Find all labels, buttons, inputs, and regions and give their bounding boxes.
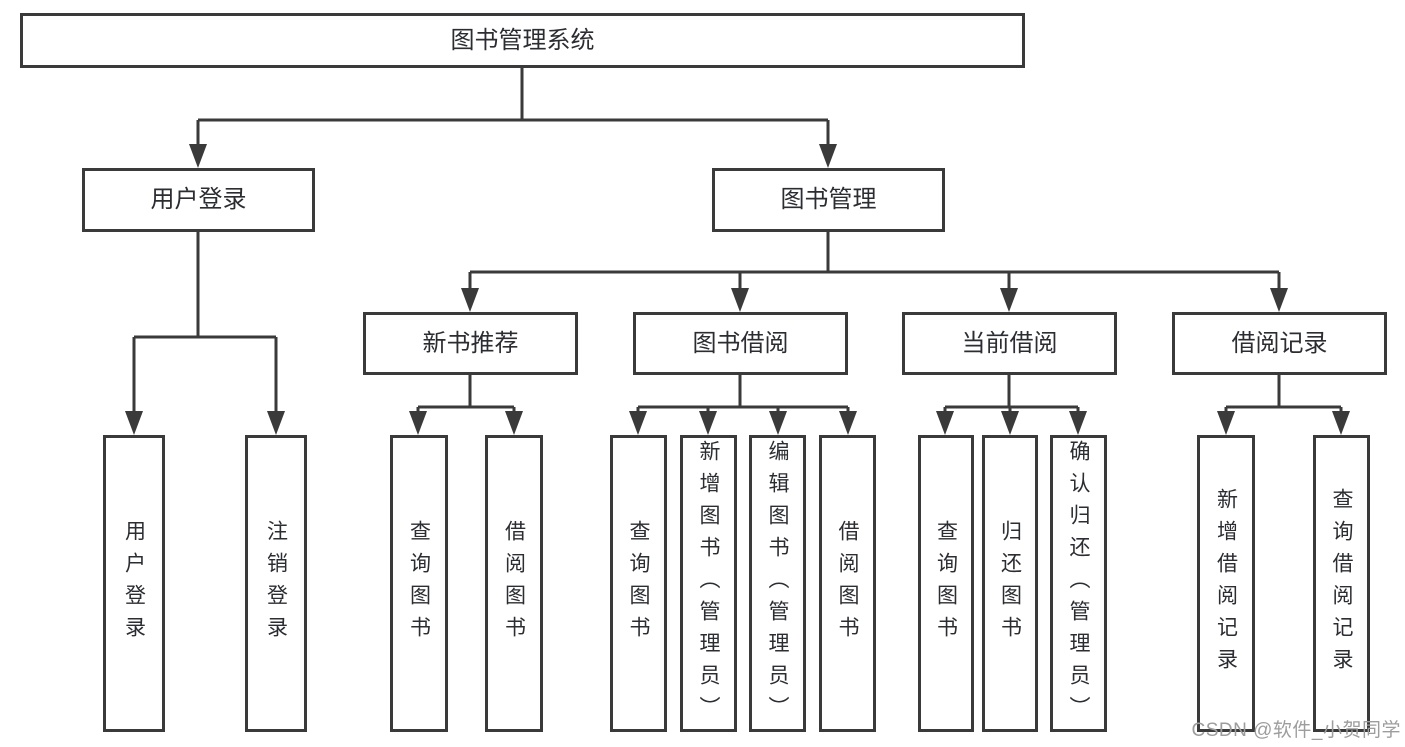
leaf-node-edit-books-admin: 编辑图书（管理员）: [749, 435, 806, 732]
leaf-label: 借阅图书: [836, 519, 859, 648]
node-current-borrow: 当前借阅: [902, 312, 1117, 375]
node-label: 借阅记录: [1231, 329, 1328, 357]
leaf-label: 确认归还（管理员）: [1067, 439, 1090, 728]
leaf-node-query-books-1: 查询图书: [390, 435, 448, 732]
node-new-book-recommend: 新书推荐: [363, 312, 578, 375]
leaf-node-query-borrow-record: 查询借阅记录: [1313, 435, 1370, 732]
leaf-node-confirm-return-admin: 确认归还（管理员）: [1050, 435, 1107, 732]
leaf-label: 用户登录: [122, 519, 146, 648]
node-label: 新书推荐: [422, 329, 519, 357]
node-label: 图书管理: [780, 186, 877, 213]
leaf-node-add-borrow-record: 新增借阅记录: [1197, 435, 1255, 732]
node-borrow-records: 借阅记录: [1172, 312, 1387, 375]
leaf-node-borrow-books-2: 借阅图书: [819, 435, 876, 732]
node-label: 用户登录: [150, 186, 247, 213]
leaf-label: 新增图书（管理员）: [697, 439, 720, 728]
leaf-label: 归还图书: [998, 519, 1022, 648]
leaf-node-return-books: 归还图书: [982, 435, 1038, 732]
node-label: 当前借阅: [961, 329, 1058, 357]
node-user-login: 用户登录: [82, 168, 315, 232]
leaf-label: 借阅图书: [502, 519, 526, 648]
leaf-node-add-books-admin: 新增图书（管理员）: [680, 435, 737, 732]
leaf-label: 注销登录: [264, 519, 288, 648]
leaf-label: 查询图书: [407, 519, 431, 648]
node-root-system: 图书管理系统: [20, 13, 1025, 68]
leaf-node-logout: 注销登录: [245, 435, 307, 732]
leaf-label: 新增借阅记录: [1214, 487, 1238, 680]
node-label: 图书管理系统: [450, 26, 595, 54]
leaf-node-borrow-books-1: 借阅图书: [485, 435, 543, 732]
node-label: 图书借阅: [692, 329, 789, 357]
leaf-node-query-books-3: 查询图书: [918, 435, 974, 732]
leaf-label: 查询借阅记录: [1330, 487, 1353, 680]
leaf-node-user-login: 用户登录: [103, 435, 165, 732]
leaf-label: 查询图书: [627, 519, 650, 648]
leaf-label: 查询图书: [934, 519, 958, 648]
node-book-management: 图书管理: [712, 168, 945, 232]
leaf-label: 编辑图书（管理员）: [766, 439, 789, 728]
leaf-node-query-books-2: 查询图书: [610, 435, 667, 732]
node-book-borrow: 图书借阅: [633, 312, 848, 375]
watermark: CSDN @软件_小贺同学: [1191, 720, 1401, 741]
